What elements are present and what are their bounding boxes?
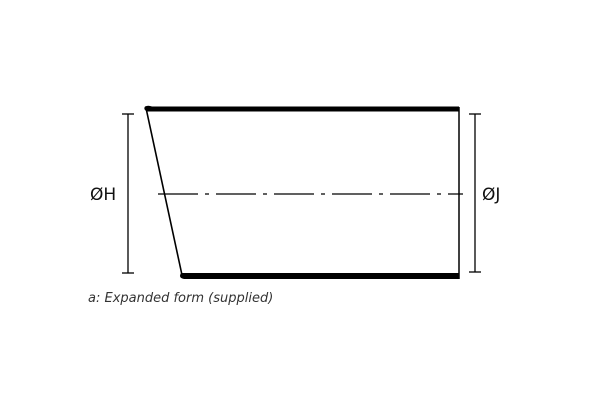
caption: a: Expanded form (supplied) [88,291,274,306]
pipe-top-wall [144,105,460,112]
pipe-bottom-wall [180,273,459,279]
dimension-j [469,113,481,273]
diameter-j-label: ØJ [482,185,501,205]
expanded-end-edge [145,107,183,276]
dimension-h [122,113,134,274]
diameter-h-label: ØH [90,185,117,205]
